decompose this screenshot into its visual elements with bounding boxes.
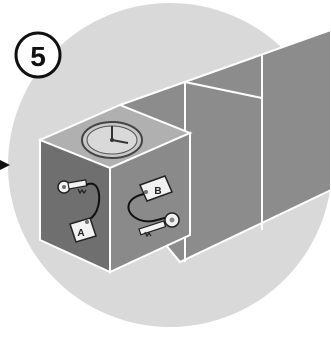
tag-a-label: A — [77, 228, 84, 239]
step-badge-icon: 5 — [14, 31, 62, 79]
step-number: 5 — [30, 41, 46, 72]
arrow-right-icon — [0, 160, 10, 170]
tag-b-label: B — [154, 186, 161, 197]
key-a-icon — [57, 179, 88, 195]
key-b-icon — [138, 212, 180, 238]
cube-right-face — [109, 131, 191, 274]
tag-a-icon: A — [69, 217, 97, 243]
clock-icon — [81, 121, 143, 159]
segment-divider-1 — [184, 81, 263, 99]
tag-b-icon: B — [138, 175, 174, 202]
